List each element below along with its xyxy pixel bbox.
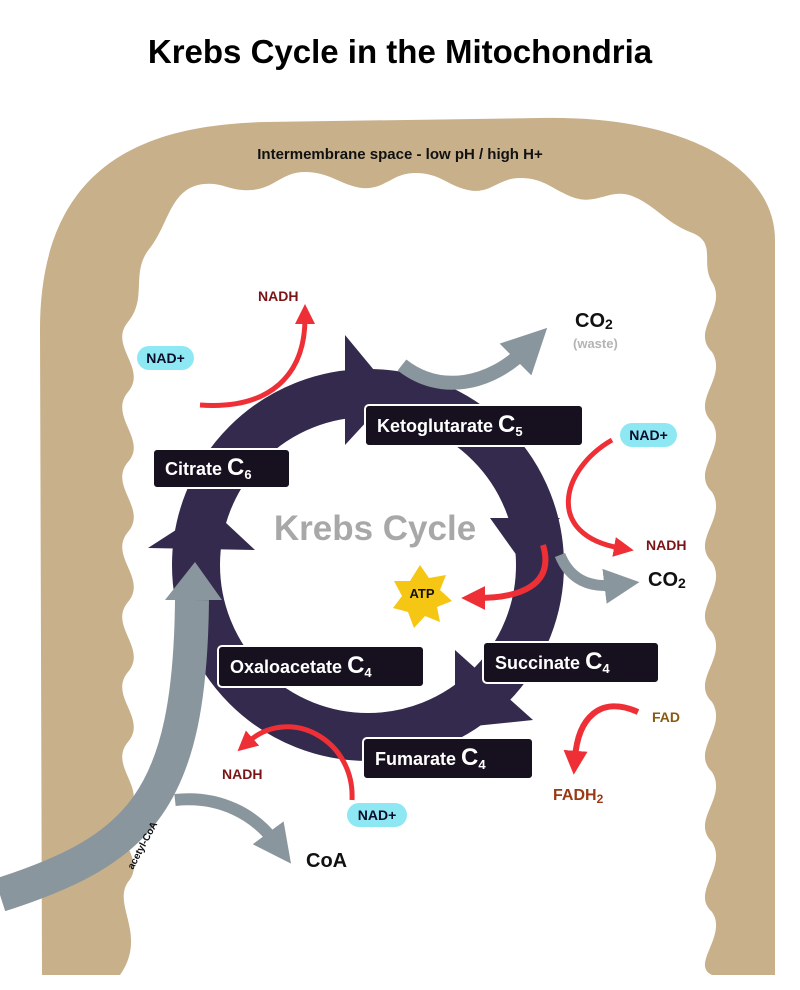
page-title: Krebs Cycle in the Mitochondria (147, 33, 653, 70)
co2-right-main: CO (648, 569, 678, 591)
co2-right-label: CO2 (648, 569, 686, 591)
svg-text:Succinate C4: Succinate C4 (495, 648, 610, 676)
atp-star: ATP (393, 565, 452, 628)
nad-pill-bottom-label: NAD+ (358, 807, 397, 823)
nadh-label-bottom: NADH (222, 766, 262, 782)
citrate-name: Citrate (165, 459, 222, 479)
nadh-arrow-right (565, 437, 634, 557)
fad-label: FAD (652, 709, 680, 725)
co2-top-arrow (397, 327, 548, 390)
membrane-label: Intermembrane space - low pH / high H+ (257, 146, 543, 163)
fadh2-label: FADH2 (553, 787, 604, 806)
svg-text:Oxaloacetate C4: Oxaloacetate C4 (230, 652, 372, 680)
coa-label: CoA (306, 850, 347, 872)
co2-top-label: CO2 (575, 310, 613, 332)
acetyl-coa-arrowhead (165, 562, 222, 600)
nad-pill-right-label: NAD+ (629, 427, 668, 443)
cycle-arrowhead-left (148, 508, 255, 550)
mitochondrial-membrane (40, 117, 775, 975)
nad-pill-right: NAD+ (620, 423, 677, 447)
ketoglutarate-n: 5 (515, 424, 522, 439)
oxaloacetate-name: Oxaloacetate (230, 657, 342, 677)
oxaloacetate-n: 4 (364, 665, 372, 680)
acetyl-coa-arrow (0, 599, 209, 912)
nadh-label-right: NADH (646, 537, 686, 553)
cycle-arrowhead-right (490, 518, 560, 560)
atp-label: ATP (409, 586, 434, 601)
oxaloacetate-c: C (347, 652, 364, 679)
succinate-box: Succinate C4 (482, 641, 660, 684)
fadh-arrow (563, 703, 640, 775)
nad-pill-bottom: NAD+ (347, 803, 407, 827)
nadh-label-top: NADH (258, 288, 298, 304)
svg-text:Ketoglutarate C5: Ketoglutarate C5 (377, 411, 523, 439)
citrate-c: C (227, 454, 244, 481)
nadh-arrow-top (199, 304, 315, 408)
ketoglutarate-box: Ketoglutarate C5 (364, 404, 584, 447)
fumarate-name: Fumarate (375, 749, 456, 769)
co2-top-main: CO (575, 310, 605, 332)
co2-waste-label: (waste) (573, 336, 618, 351)
fumarate-c: C (461, 744, 478, 771)
svg-text:Citrate C6: Citrate C6 (165, 454, 252, 482)
co2-right-sub: 2 (678, 575, 686, 591)
oxaloacetate-box: Oxaloacetate C4 (217, 645, 425, 688)
cycle-center-label: Krebs Cycle (274, 509, 476, 548)
fadh2-main: FADH (553, 787, 597, 804)
co2-right-arrow (554, 552, 640, 604)
citrate-box: Citrate C6 (152, 448, 291, 489)
co2-top-sub: 2 (605, 316, 613, 332)
atp-arrow (461, 544, 549, 610)
succinate-name: Succinate (495, 653, 580, 673)
nadh-arrow-bottom (237, 724, 355, 801)
nad-pill-top-label: NAD+ (146, 350, 185, 366)
fumarate-n: 4 (478, 757, 486, 772)
fadh2-sub: 2 (597, 792, 604, 806)
ketoglutarate-c: C (498, 411, 515, 438)
svg-text:Fumarate C4: Fumarate C4 (375, 744, 486, 772)
nad-pill-top: NAD+ (137, 346, 194, 370)
succinate-c: C (585, 648, 602, 675)
ketoglutarate-name: Ketoglutarate (377, 416, 493, 436)
cycle-arrowhead-bottom (455, 650, 533, 728)
citrate-n: 6 (244, 467, 251, 482)
fumarate-box: Fumarate C4 (362, 737, 534, 780)
coa-branch-arrow (174, 793, 292, 864)
succinate-n: 4 (602, 661, 610, 676)
cycle-arrowhead-top (345, 335, 393, 445)
